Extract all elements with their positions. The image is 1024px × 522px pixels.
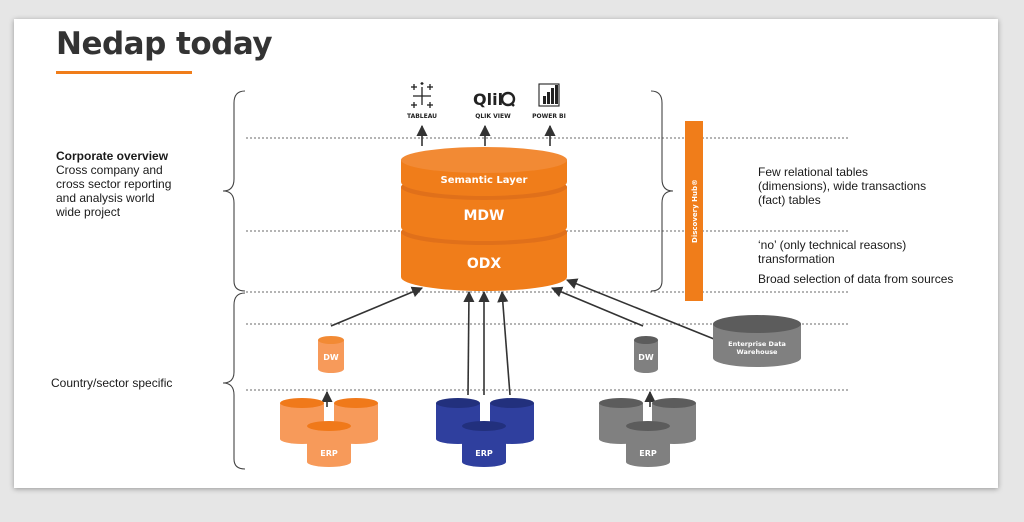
power-bi-icon <box>538 83 560 107</box>
arrow <box>463 290 475 396</box>
erp-cylinder: ERP <box>307 421 351 467</box>
dw-label: DW <box>638 353 654 362</box>
discovery-hub-bar: Discovery Hub® <box>685 121 703 301</box>
corporate-line: cross sector reporting <box>56 177 172 191</box>
odx-description-line: transformation <box>758 252 835 266</box>
slide: Nedap today Corporate overview Cross com… <box>14 19 998 488</box>
mdw-description-line: (fact) tables <box>758 193 821 207</box>
qlik-logo-text: Qlik <box>473 90 509 109</box>
semantic-layer-label: Semantic Layer <box>441 175 528 186</box>
semantic-layer: Semantic Layer <box>401 147 567 196</box>
orange-source-group: DW ERP <box>280 336 378 467</box>
corporate-line: wide project <box>56 205 121 219</box>
grey-source-group: DW ERP <box>599 336 696 467</box>
arrows-to-tools <box>416 124 556 146</box>
odx-description-line: ‘no’ (only technical reasons) <box>758 238 907 252</box>
title-underline <box>56 71 192 74</box>
arrow <box>330 286 424 327</box>
sources-description: Broad selection of data from sources <box>758 272 954 286</box>
mdw-description-line: Few relational tables <box>758 165 869 179</box>
tool-label-power-bi: POWER BI <box>532 113 566 120</box>
right-brace <box>650 90 674 292</box>
tool-label-qlik: QLIK VIEW <box>475 113 511 120</box>
erp-cylinder: ERP <box>462 421 506 467</box>
mdw-label: MDW <box>464 208 505 224</box>
bi-tools: TABLEAU Qlik QLIK VIEW POWER BI <box>407 82 566 120</box>
corporate-overview-heading: Corporate overview <box>56 149 169 163</box>
main-cylinder-stack: ODX MDW Semantic Layer <box>401 147 567 291</box>
tableau-icon <box>411 82 433 108</box>
erp-label: ERP <box>639 449 657 458</box>
orange-dw-cylinder: DW <box>318 336 344 373</box>
architecture-diagram: TABLEAU Qlik QLIK VIEW POWER BI <box>222 82 850 470</box>
mdw-description-line: (dimensions), wide transactions <box>758 179 927 193</box>
corporate-brace <box>222 90 246 292</box>
odx-description: ‘no’ (only technical reasons) transforma… <box>758 238 906 266</box>
arrows-to-odx <box>330 278 715 396</box>
blue-source-group: ERP <box>436 398 534 467</box>
erp-label: ERP <box>320 449 338 458</box>
corporate-line: and analysis world <box>56 191 155 205</box>
country-sector-label: Country/sector specific <box>51 376 173 390</box>
enterprise-data-warehouse: Enterprise Data Warehouse <box>713 315 801 367</box>
erp-cylinder: ERP <box>626 421 670 467</box>
grey-dw-cylinder: DW <box>634 336 658 373</box>
mdw-description: Few relational tables (dimensions), wide… <box>758 165 926 207</box>
corporate-line: Cross company and <box>56 163 163 177</box>
dw-label: DW <box>323 353 339 362</box>
edw-label-line: Enterprise Data <box>728 340 786 348</box>
arrow <box>497 290 511 396</box>
erp-label: ERP <box>475 449 493 458</box>
corporate-overview-text: Corporate overview Cross company and cro… <box>56 149 171 219</box>
qlik-icon: Qlik <box>473 90 516 109</box>
odx-label: ODX <box>467 256 502 272</box>
country-brace <box>222 292 246 470</box>
tool-label-tableau: TABLEAU <box>407 113 437 120</box>
braces <box>222 90 674 470</box>
page-title: Nedap today <box>56 26 273 62</box>
discovery-hub-label: Discovery Hub® <box>691 179 699 243</box>
arrow <box>550 286 644 327</box>
edw-label-line: Warehouse <box>737 348 779 356</box>
arrow <box>565 278 715 340</box>
